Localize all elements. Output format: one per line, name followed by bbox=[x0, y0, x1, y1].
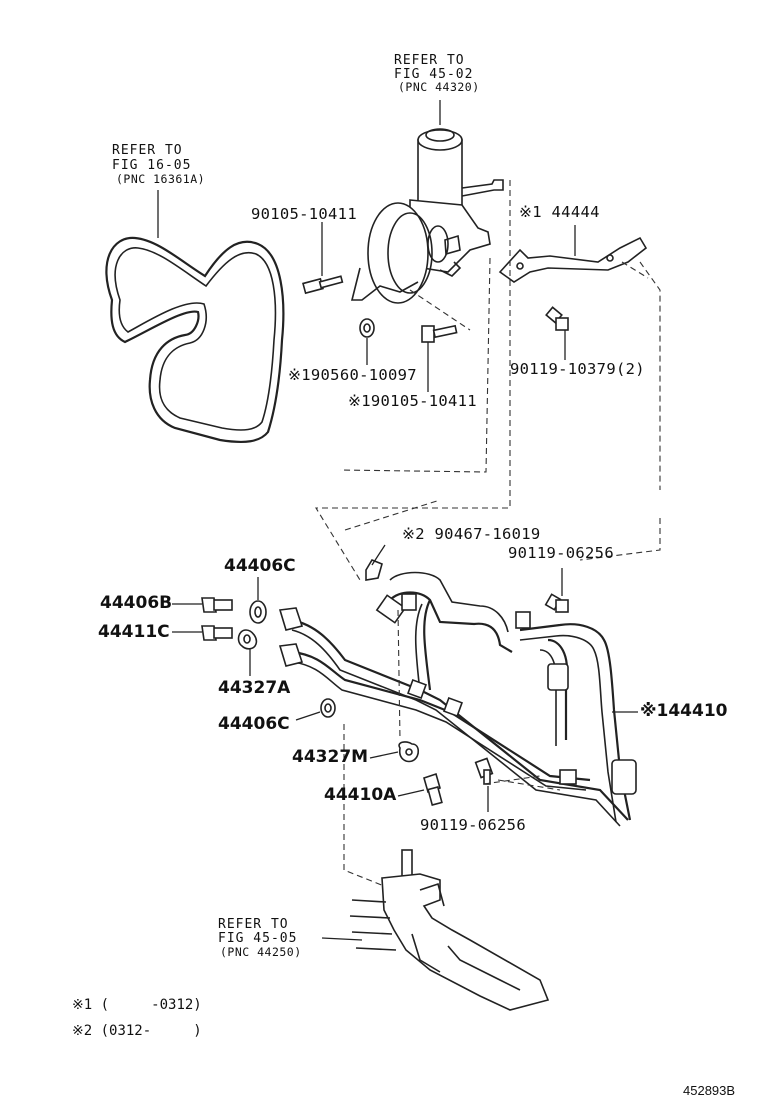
leader-44327M bbox=[369, 751, 399, 759]
bolt-90119-10379 bbox=[545, 306, 569, 331]
bracket-44444 bbox=[498, 236, 648, 283]
belt-ref-line2: FIG 16-05 bbox=[112, 158, 192, 173]
tube-clamp-90467-16019 bbox=[365, 559, 383, 581]
footnote-2: ※2 (0312- ) bbox=[72, 1023, 202, 1039]
pressure-feed-tube bbox=[291, 571, 637, 827]
bolt-90119-06256-upper bbox=[544, 593, 569, 613]
part-label-90105-10411-b[interactable]: ※190105-10411 bbox=[348, 392, 477, 410]
washer-90560-10097 bbox=[359, 318, 375, 338]
part-label-90119-06256-b[interactable]: 90119-06256 bbox=[420, 816, 526, 834]
footnote-1: ※1 ( -0312) bbox=[72, 997, 202, 1013]
gear-ref-line1: REFER TO bbox=[218, 917, 289, 932]
union-bolt-44406B bbox=[201, 597, 233, 613]
vane-pump bbox=[350, 128, 504, 304]
diagram-code: 452893B bbox=[683, 1083, 736, 1098]
belt-ref-line1: REFER TO bbox=[112, 143, 183, 158]
part-label-44406C-a[interactable]: 44406C bbox=[224, 556, 296, 576]
part-label-44444[interactable]: ※1 44444 bbox=[519, 203, 600, 221]
gasket-44406C-upper bbox=[249, 600, 267, 624]
union-bolt-44411C bbox=[201, 625, 233, 641]
lower-dashed-lines bbox=[343, 609, 561, 887]
leader-90467-16019 bbox=[371, 544, 386, 566]
gear-ref-line3: (PNC 44250) bbox=[220, 945, 302, 959]
gear-ref-line2: FIG 45-05 bbox=[218, 931, 298, 946]
part-label-90119-10379[interactable]: 90119-10379(2) bbox=[510, 360, 645, 378]
bolt-90105-10411 bbox=[302, 275, 344, 295]
gasket-44327A bbox=[237, 629, 258, 650]
part-label-90467-16019[interactable]: ※2 90467-16019 bbox=[402, 525, 541, 543]
part-label-44410[interactable]: ※144410 bbox=[640, 701, 728, 721]
part-label-90105-10411[interactable]: 90105-10411 bbox=[251, 205, 357, 223]
union-bolt-44410A bbox=[423, 772, 443, 807]
gasket-44406C-lower bbox=[320, 698, 336, 718]
bolt-90119-06256-lower bbox=[474, 757, 494, 785]
clamp-44327M bbox=[398, 741, 420, 763]
gear-ref-leader bbox=[321, 937, 363, 941]
upper-dashed-lines bbox=[315, 180, 661, 581]
drive-belt bbox=[105, 236, 285, 443]
part-label-44406B[interactable]: 44406B bbox=[100, 593, 173, 613]
leader-44410A bbox=[397, 789, 425, 797]
pump-ref-line3: (PNC 44320) bbox=[398, 80, 480, 94]
part-label-44327A[interactable]: 44327A bbox=[218, 678, 291, 698]
pump-ref-line2: FIG 45-02 bbox=[394, 67, 474, 82]
belt-ref-line3: (PNC 16361A) bbox=[116, 172, 206, 186]
leader-44406C-b bbox=[295, 711, 321, 721]
bolt-90105-10411-lower bbox=[421, 324, 458, 343]
part-label-44411C[interactable]: 44411C bbox=[98, 622, 170, 642]
part-label-44410A[interactable]: 44410A bbox=[324, 785, 397, 805]
part-label-44327M[interactable]: 44327M bbox=[292, 747, 369, 767]
pump-ref-line1: REFER TO bbox=[394, 53, 465, 68]
part-label-90119-06256-a[interactable]: 90119-06256 bbox=[508, 544, 614, 562]
steering-gear bbox=[349, 849, 550, 1011]
part-label-90560-10097[interactable]: ※190560-10097 bbox=[288, 366, 417, 384]
part-label-44406C-b[interactable]: 44406C bbox=[218, 714, 290, 734]
